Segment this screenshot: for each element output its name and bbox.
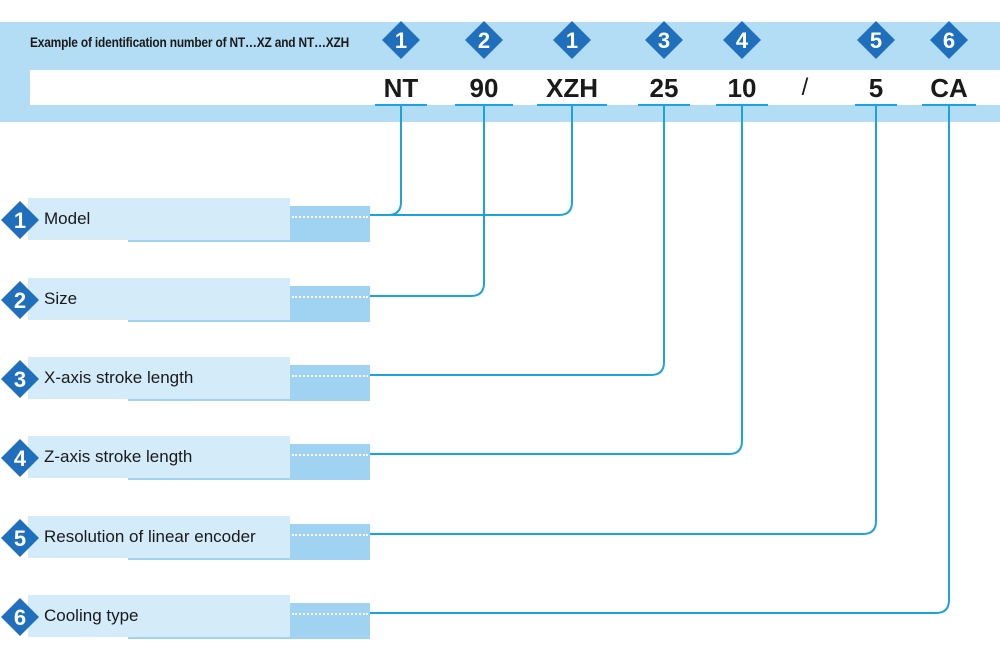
label-z-stroke-badge-icon: 4 xyxy=(0,438,40,478)
svg-text:1: 1 xyxy=(395,28,407,53)
code-separator: / xyxy=(801,74,809,101)
label-x-stroke-badge-icon: 3 xyxy=(0,359,40,399)
code-underline-resolution xyxy=(855,104,897,106)
svg-text:6: 6 xyxy=(14,605,26,630)
label-resolution-text: Resolution of linear encoder xyxy=(44,527,256,546)
badge-z-stroke-icon: 4 xyxy=(722,20,762,60)
svg-text:1: 1 xyxy=(566,28,578,53)
code-segment-z-stroke: 10 xyxy=(727,73,757,103)
label-z-stroke: Z-axis stroke length 4 xyxy=(0,436,370,480)
connector-size xyxy=(370,106,485,297)
code-underline-cooling xyxy=(922,104,976,106)
connector-x-stroke xyxy=(370,106,665,376)
badge-model-suffix-icon: 1 xyxy=(552,20,592,60)
svg-text:4: 4 xyxy=(736,28,749,53)
connector-resolution xyxy=(370,106,877,535)
code-underline-model xyxy=(375,104,427,106)
svg-text:5: 5 xyxy=(870,28,882,53)
code-segment-size: 90 xyxy=(469,73,499,103)
svg-text:6: 6 xyxy=(943,28,955,53)
code-segment-cooling: CA xyxy=(930,73,968,103)
svg-text:3: 3 xyxy=(14,367,26,392)
header-title: Example of identification number of NT…X… xyxy=(30,34,350,50)
label-x-stroke-text: X-axis stroke length xyxy=(44,368,194,387)
svg-text:1: 1 xyxy=(14,208,26,233)
label-model-text: Model xyxy=(44,209,91,228)
label-x-stroke: X-axis stroke length 3 xyxy=(0,357,370,401)
header-inner xyxy=(30,70,1000,105)
label-size-text: Size xyxy=(44,289,78,308)
label-size-badge-icon: 2 xyxy=(0,280,40,320)
code-segment-resolution: 5 xyxy=(868,73,884,103)
connector-cooling xyxy=(370,106,950,614)
code-underline-z-stroke xyxy=(716,104,768,106)
label-cooling-text: Cooling type xyxy=(44,606,139,625)
connector-model xyxy=(370,106,402,216)
code-underline-x-stroke xyxy=(638,104,690,106)
code-segment-model-suffix: XZH xyxy=(546,73,598,103)
label-model: Model 1 xyxy=(0,198,370,242)
svg-text:4: 4 xyxy=(14,446,27,471)
label-resolution: Resolution of linear encoder 5 xyxy=(0,516,370,560)
badge-model-icon: 1 xyxy=(381,20,421,60)
svg-text:2: 2 xyxy=(14,288,26,313)
svg-text:3: 3 xyxy=(658,28,670,53)
code-segment-x-stroke: 25 xyxy=(649,73,679,103)
label-cooling-badge-icon: 6 xyxy=(0,597,40,637)
code-segment-model: NT xyxy=(383,73,419,103)
label-size: Size 2 xyxy=(0,278,370,322)
label-model-badge-icon: 1 xyxy=(0,200,40,240)
badge-resolution-icon: 5 xyxy=(856,20,896,60)
connector-model-suffix xyxy=(370,106,573,216)
code-underline-size xyxy=(455,104,513,106)
svg-text:2: 2 xyxy=(478,28,490,53)
badge-cooling-icon: 6 xyxy=(929,20,969,60)
label-cooling: Cooling type 6 xyxy=(0,595,370,639)
code-underline-model-suffix xyxy=(537,104,607,106)
label-z-stroke-text: Z-axis stroke length xyxy=(44,447,193,466)
badge-x-stroke-icon: 3 xyxy=(644,20,684,60)
connector-z-stroke xyxy=(370,106,743,455)
label-resolution-badge-icon: 5 xyxy=(0,518,40,558)
badge-size-icon: 2 xyxy=(464,20,504,60)
svg-text:5: 5 xyxy=(14,526,26,551)
